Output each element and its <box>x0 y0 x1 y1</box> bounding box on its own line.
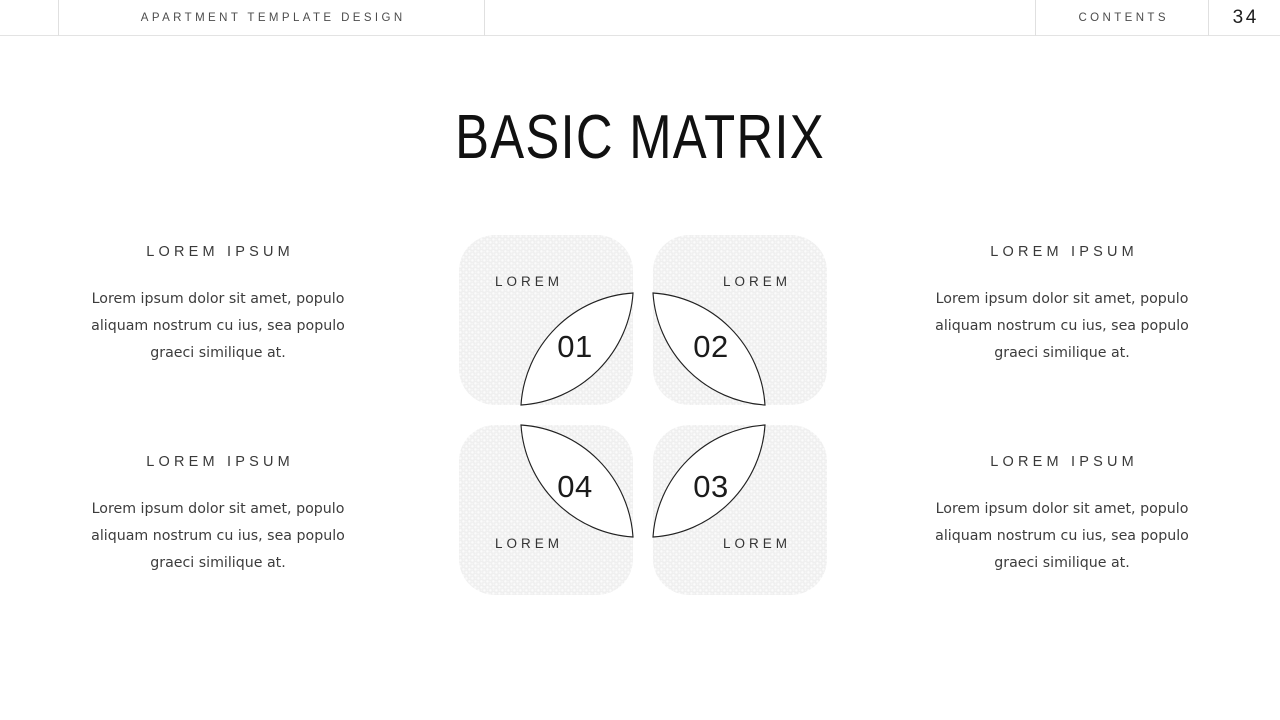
text-block-bottom-left: LOREM IPSUM Lorem ipsum dolor sit amet, … <box>68 454 368 577</box>
page-title: BASIC MATRIX <box>455 103 825 172</box>
text-block-top-left: LOREM IPSUM Lorem ipsum dolor sit amet, … <box>68 244 368 367</box>
header-divider-2 <box>484 0 485 36</box>
slide-header: APARTMENT TEMPLATE DESIGN CONTENTS 34 <box>0 0 1280 36</box>
text-block-heading: LOREM IPSUM <box>990 454 1138 470</box>
tile-number: 04 <box>557 469 592 504</box>
matrix-tile-03[interactable]: 03 LOREM <box>652 424 827 595</box>
tile-lens-shape <box>520 292 634 406</box>
text-block-heading: LOREM IPSUM <box>990 244 1138 260</box>
header-middle-cell <box>485 0 1035 36</box>
header-divider-4 <box>1208 0 1209 36</box>
tile-lens-shape <box>652 424 766 538</box>
tile-number: 03 <box>693 469 728 504</box>
text-block-body: Lorem ipsum dolor sit amet, populo aliqu… <box>935 291 1189 361</box>
header-brand-label: APARTMENT TEMPLATE DESIGN <box>140 12 406 24</box>
tile-number: 02 <box>693 329 728 364</box>
text-block-body: Lorem ipsum dolor sit amet, populo aliqu… <box>91 501 345 571</box>
tile-number: 01 <box>557 329 592 364</box>
header-page-number: 34 <box>1209 0 1280 36</box>
tile-label: LOREM <box>495 274 563 289</box>
header-brand: APARTMENT TEMPLATE DESIGN <box>59 0 484 36</box>
text-block-bottom-right: LOREM IPSUM Lorem ipsum dolor sit amet, … <box>912 454 1212 577</box>
tile-lens-shape <box>520 424 634 538</box>
tile-lens-shape <box>652 292 766 406</box>
header-contents[interactable]: CONTENTS <box>1036 0 1208 36</box>
text-block-body: Lorem ipsum dolor sit amet, populo aliqu… <box>91 291 345 361</box>
matrix-tile-01[interactable]: LOREM 01 <box>459 235 634 406</box>
matrix-tile-04[interactable]: 04 LOREM <box>459 424 634 595</box>
text-block-heading: LOREM IPSUM <box>146 244 294 260</box>
tile-label: LOREM <box>723 536 791 551</box>
header-page-number-value: 34 <box>1232 7 1259 28</box>
header-contents-label: CONTENTS <box>1078 12 1169 24</box>
matrix-tile-02[interactable]: LOREM 02 <box>652 235 827 406</box>
tile-label: LOREM <box>495 536 563 551</box>
header-divider-1 <box>58 0 59 36</box>
text-block-top-right: LOREM IPSUM Lorem ipsum dolor sit amet, … <box>912 244 1212 367</box>
tile-label: LOREM <box>723 274 791 289</box>
text-block-heading: LOREM IPSUM <box>146 454 294 470</box>
basic-matrix-diagram: LOREM 01 LOREM 02 04 LOREM 03 LOREM <box>459 235 827 595</box>
header-divider-3 <box>1035 0 1036 36</box>
text-block-body: Lorem ipsum dolor sit amet, populo aliqu… <box>935 501 1189 571</box>
